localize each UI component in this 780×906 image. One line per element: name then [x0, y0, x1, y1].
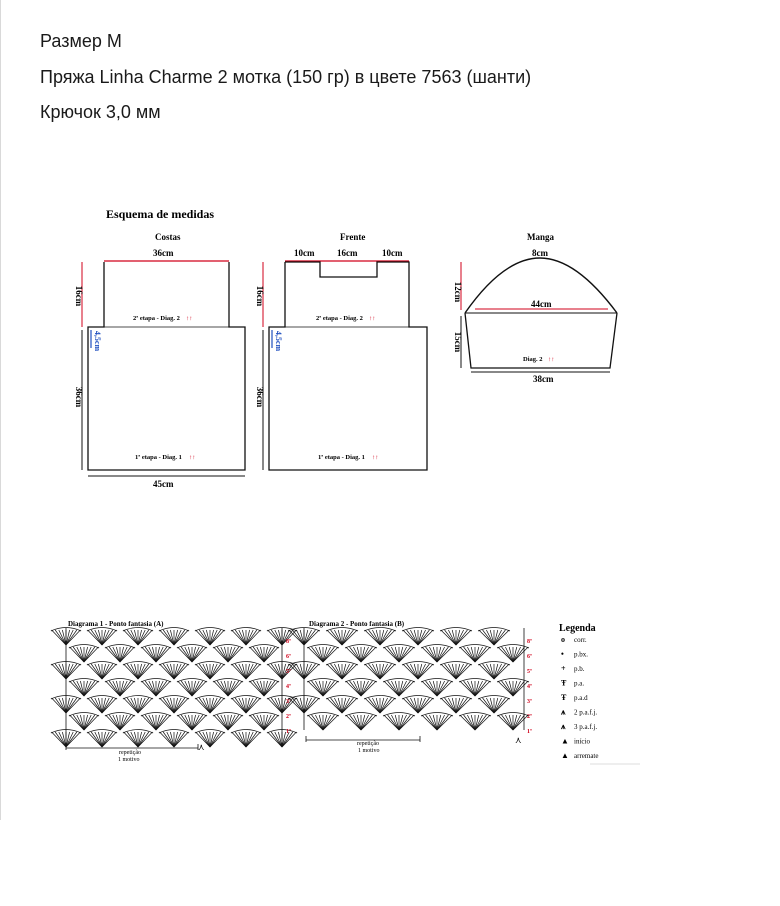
diagram-1-repeat: repetição — [119, 750, 141, 756]
frente-label: Frente — [340, 232, 365, 242]
costas-upper-height: 16cm — [74, 286, 84, 307]
row-number: 1ª — [286, 729, 291, 735]
costas-stage2: 2ª etapa - Diag. 2 — [133, 315, 180, 322]
frente-right-width: 10cm — [382, 248, 403, 258]
yarn-line: Пряжа Linha Charme 2 мотка (150 гр) в цв… — [40, 67, 532, 87]
schema-title: Esquema de medidas — [106, 207, 214, 221]
manga-mid-width: 44cm — [531, 299, 552, 309]
legend-symbol: • — [561, 650, 564, 659]
row-number: 4ª — [286, 684, 291, 690]
frente-stage1: 1ª etapa - Diag. 1 — [318, 454, 365, 461]
manga-top-width: 8cm — [532, 248, 548, 258]
legend-label: p.a. — [574, 680, 584, 688]
svg-text:⋏: ⋏ — [515, 735, 522, 745]
frente-small-height: 4,5cm — [274, 331, 283, 352]
frente-stage2: 2ª etapa - Diag. 2 — [316, 315, 363, 322]
diagram-2-repeat: repetição — [357, 741, 379, 747]
costas-small-height: 4,5cm — [93, 331, 102, 352]
manga-lower-height: 15cm — [453, 332, 463, 353]
legend-title: Legenda — [559, 623, 596, 634]
costas-top-width: 36cm — [153, 248, 174, 258]
legend-symbol: Ŧ — [561, 679, 567, 688]
legend-label: p.b. — [574, 665, 585, 673]
frente-lower-height: 36cm — [255, 387, 265, 408]
frente-piece: Frente 10cm 16cm 10cm 16cm 36cm 4,5cm 2ª… — [255, 232, 428, 471]
row-number: 2ª — [527, 714, 532, 720]
frente-center-width: 16cm — [337, 248, 358, 258]
frente-upper-height: 16cm — [255, 286, 265, 307]
svg-text:↑↑: ↑↑ — [189, 454, 196, 461]
diagram-2-motifs — [287, 627, 530, 731]
legend-label: início — [574, 738, 590, 746]
legend-symbol: Ŧ — [561, 693, 567, 702]
row-number: 2ª — [286, 714, 291, 720]
row-number: 5ª — [527, 669, 532, 675]
size-line: Размер М — [40, 31, 122, 51]
legend-label: 3 p.a.f.j. — [574, 723, 597, 731]
diagram-1-motifs — [50, 627, 298, 748]
svg-text:↑↑: ↑↑ — [548, 356, 555, 363]
diagram-2-repeat-count: 1 motivo — [358, 748, 380, 754]
diagram-1: Diagrama 1 - Ponto fantasia (A) 8ª 6ª 5ª 4ª… — [50, 620, 298, 763]
diagram-2: Diagrama 2 - Ponto fantasia (B) 8ª 6ª 5ª 4ª… — [287, 620, 532, 754]
costas-label: Costas — [155, 232, 181, 242]
legend-label: p.bx. — [574, 651, 588, 659]
legend-label: 2 p.a.f.j. — [574, 709, 597, 717]
legend-symbol: ▲ — [561, 737, 569, 746]
legend-label: corr. — [574, 636, 587, 644]
diagram-1-row-numbers: 8ª 6ª 5ª 4ª 3ª 2ª 1ª — [286, 639, 291, 735]
svg-text:↑↑: ↑↑ — [186, 315, 193, 322]
diagram-2-title: Diagrama 2 - Ponto fantasia (B) — [309, 620, 405, 628]
diagram-1-title: Diagrama 1 - Ponto fantasia (A) — [68, 620, 164, 628]
row-number: 3ª — [527, 699, 532, 705]
legend-label: p.a.d — [574, 694, 588, 702]
svg-text:⋏: ⋏ — [198, 742, 205, 752]
svg-text:↑↑: ↑↑ — [372, 454, 379, 461]
page-left-border — [0, 0, 1, 820]
legend-symbol: o — [561, 635, 565, 644]
legend-symbol: ▲ — [561, 751, 569, 760]
manga-cap-height: 12cm — [453, 282, 463, 303]
legend-symbol: ⩚ — [560, 722, 566, 731]
manga-diag: Diag. 2 — [523, 356, 543, 363]
row-number: 3ª — [286, 699, 291, 705]
row-number: 8ª — [527, 639, 532, 645]
costas-stage1: 1ª etapa - Diag. 1 — [135, 454, 182, 461]
frente-left-width: 10cm — [294, 248, 315, 258]
hook-line: Крючок 3,0 мм — [40, 102, 161, 122]
svg-text:↑↑: ↑↑ — [369, 315, 376, 322]
costas-lower-height: 36cm — [74, 387, 84, 408]
legend-symbol: ⩚ — [560, 708, 566, 717]
row-number: 6ª — [286, 654, 291, 660]
row-number: 1ª — [527, 729, 532, 735]
manga-piece: Manga 8cm 44cm 12cm 15cm Diag. 2 ↑↑ 38cm — [453, 232, 618, 384]
manga-label: Manga — [527, 232, 555, 242]
row-number: 6ª — [527, 654, 532, 660]
diagram-2-row-numbers: 8ª 6ª 5ª 4ª 3ª 2ª 1ª — [527, 639, 532, 735]
costas-bottom-width: 45cm — [153, 479, 174, 489]
costas-piece: Costas 36cm 16cm 36cm 4,5cm 2ª etapa - D… — [74, 232, 246, 489]
manga-bottom-width: 38cm — [533, 374, 554, 384]
legend-symbol: + — [561, 664, 566, 673]
diagram-1-repeat-count: 1 motivo — [118, 757, 140, 763]
row-number: 5ª — [286, 669, 291, 675]
legend-label: arremate — [574, 752, 598, 760]
row-number: 4ª — [527, 684, 532, 690]
row-number: 8ª — [286, 639, 291, 645]
